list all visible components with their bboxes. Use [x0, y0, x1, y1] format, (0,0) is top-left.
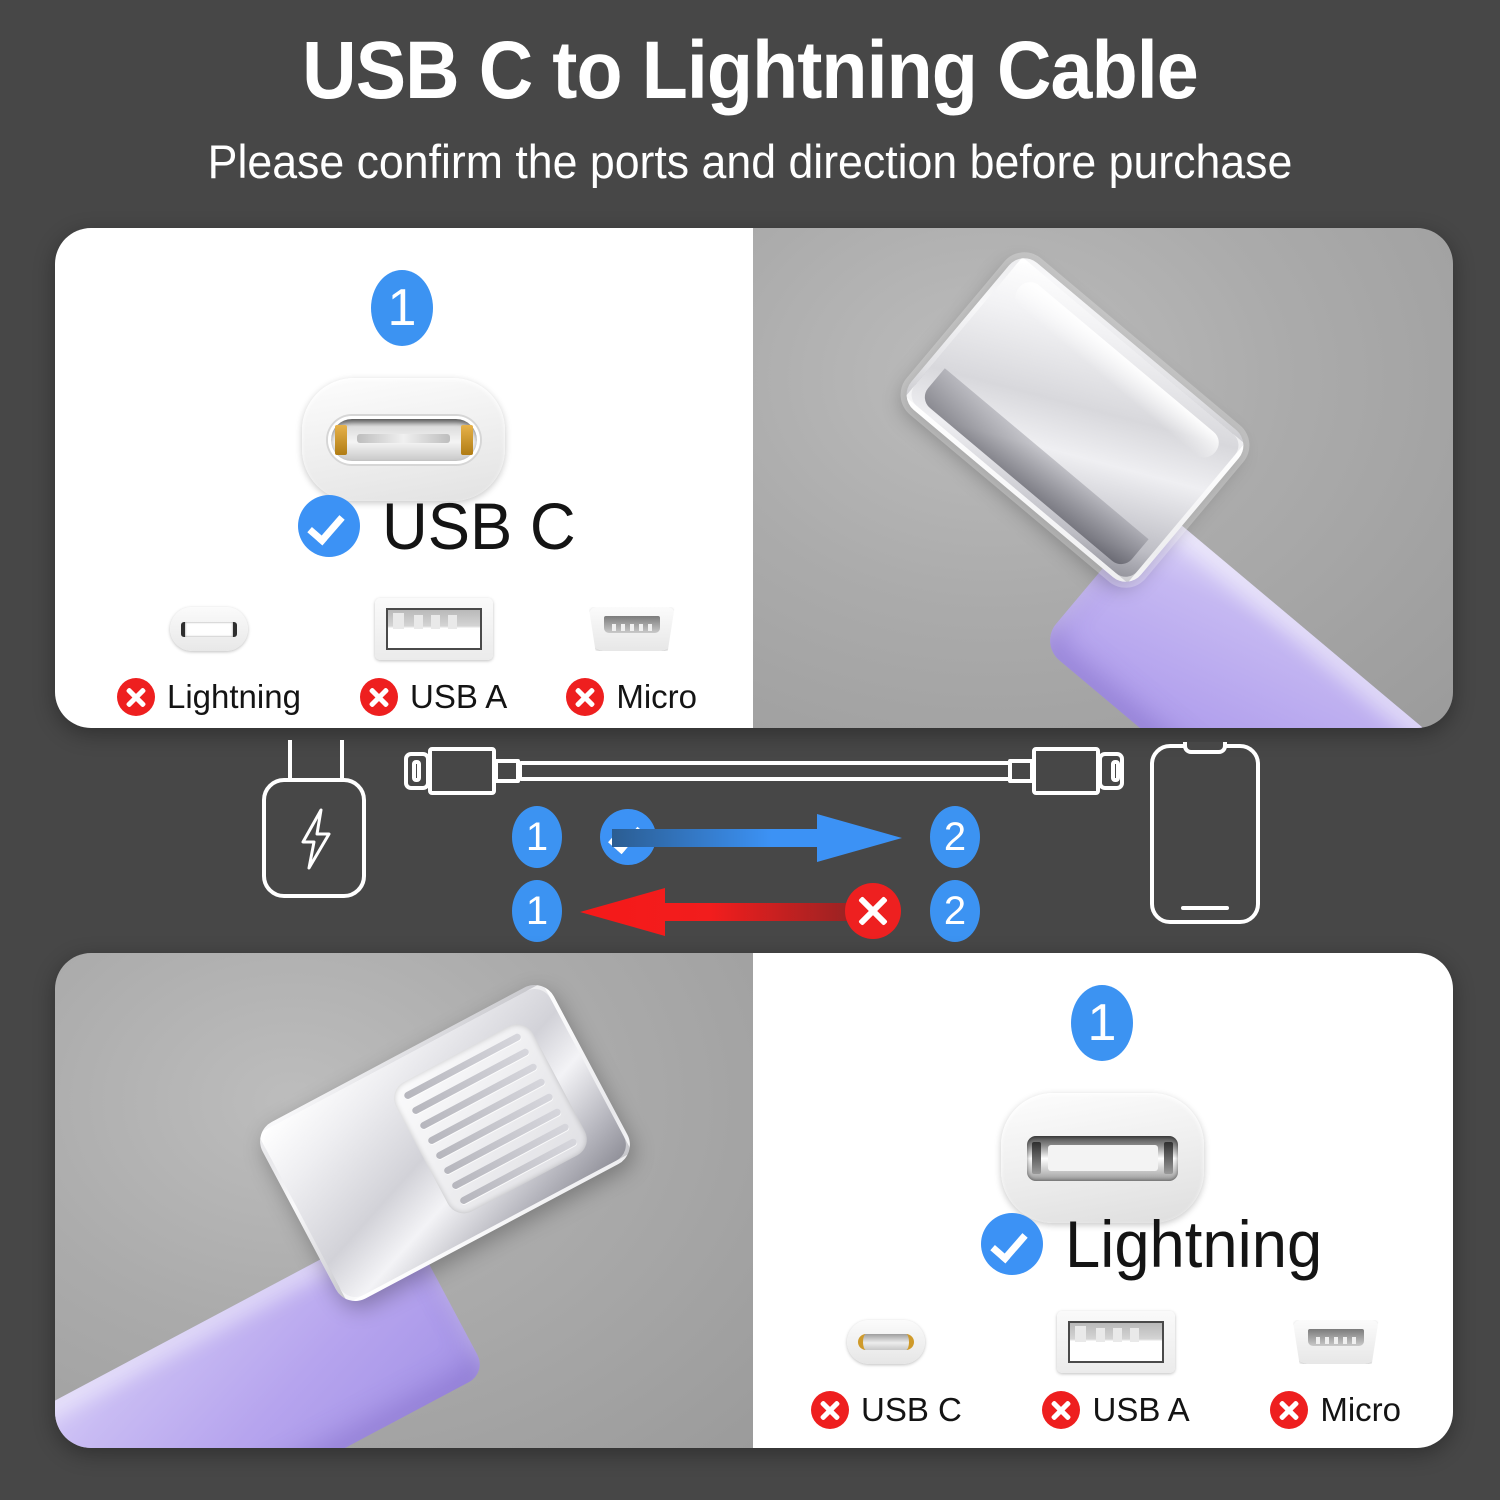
cable-wire: [518, 761, 1012, 781]
phone-home-indicator: [1181, 906, 1229, 910]
rejected-port-label: Lightning: [167, 678, 301, 715]
lightning-metal-tip: [252, 977, 638, 1309]
incorrect-direction-arrow: [580, 888, 870, 936]
rejected-port-label: USB A: [1092, 1391, 1190, 1428]
rejected-port-item: USB A: [1042, 1311, 1190, 1429]
usb-c-pin-right: [460, 424, 473, 455]
x-icon: [360, 678, 399, 716]
cable-left-housing: [428, 747, 496, 795]
lightning-bolt-icon: [301, 808, 331, 870]
cable-right-housing: [1032, 747, 1100, 795]
lightning-connector-render: [55, 973, 753, 1448]
header: USB C to Lightning Cable Please confirm …: [0, 0, 1500, 189]
usb-c-spec-panel: 1 USB C: [55, 228, 753, 728]
rejected-port-label: Micro: [616, 678, 697, 715]
page-title: USB C to Lightning Cable: [302, 25, 1199, 116]
confirmed-port-row: USB C: [298, 493, 584, 559]
correct-direction-row: 1 2: [0, 806, 1500, 868]
x-icon: [117, 678, 155, 716]
rejected-port-item: Lightning: [117, 598, 301, 716]
rejected-ports-list: Lightning USB A Mi: [117, 598, 697, 716]
usb-a-port-icon: [1057, 1311, 1176, 1373]
cable-left-tip: [404, 752, 430, 790]
confirmed-port-label: USB C: [382, 489, 576, 563]
check-icon: [981, 1213, 1043, 1275]
phone-notch: [1183, 742, 1227, 754]
rejected-port-item: Micro: [566, 598, 697, 716]
rejected-port-item: Micro: [1270, 1311, 1401, 1429]
usb-c-tongue: [356, 433, 451, 443]
usb-c-port-icon: [302, 378, 505, 501]
correct-to-badge: 2: [930, 806, 980, 868]
step-number-badge: 1: [371, 270, 433, 346]
x-icon: [1042, 1391, 1081, 1429]
usb-c-plug-photo: [753, 228, 1453, 728]
incorrect-to-badge: 1: [512, 880, 562, 942]
correct-direction-arrow: [612, 814, 902, 862]
plug-prong-left: [288, 740, 292, 778]
step-number-badge: 1: [1071, 985, 1133, 1061]
usb-a-port-icon: [374, 598, 493, 660]
x-icon: [811, 1391, 849, 1429]
cable-right-tip-slot: [1111, 760, 1120, 782]
cable-left-strain-relief: [494, 759, 520, 783]
micro-usb-port-icon: [588, 607, 675, 651]
lightning-spec-panel: 1 Lightning: [753, 953, 1453, 1448]
micro-usb-port-icon: [1292, 1320, 1379, 1364]
rejected-port-label: Micro: [1320, 1391, 1401, 1428]
usb-c-port-icon: [847, 1320, 926, 1364]
rejected-ports-list: USB C USB A Micro: [811, 1311, 1401, 1429]
lightning-slot: [1047, 1145, 1158, 1171]
correct-from-badge: 1: [512, 806, 562, 868]
rejected-port-label: USB C: [861, 1391, 962, 1428]
charger-brick-icon: [262, 778, 366, 898]
check-icon: [298, 495, 360, 557]
top-panel: 1 USB C: [55, 228, 1453, 728]
page-subtitle: Please confirm the ports and direction b…: [207, 135, 1293, 189]
rejected-port-label: USB A: [410, 678, 508, 715]
lightning-port-icon: [1001, 1093, 1204, 1223]
rejected-port-item: USB C: [811, 1311, 962, 1429]
plug-prong-right: [340, 740, 344, 778]
lightning-plug-photo: [55, 953, 753, 1448]
lightning-endcap-left: [1032, 1142, 1041, 1174]
bottom-panel: 1 Lightning: [55, 953, 1453, 1448]
direction-diagram: 1 2 1: [0, 730, 1500, 952]
cable-right-tip: [1098, 752, 1124, 790]
incorrect-direction-row: 1 2: [0, 880, 1500, 942]
lightning-endcap-right: [1164, 1142, 1173, 1174]
cable-left-tip-slot: [412, 760, 421, 782]
confirmed-port-row: Lightning: [981, 1211, 1333, 1277]
usb-c-connector-render: [873, 238, 1453, 728]
lightning-contacts: [387, 1018, 593, 1220]
x-icon: [845, 883, 901, 939]
incorrect-from-badge: 2: [930, 880, 980, 942]
confirmed-port-label: Lightning: [1065, 1207, 1323, 1281]
cable-right-strain-relief: [1008, 759, 1034, 783]
x-icon: [1270, 1391, 1309, 1429]
x-icon: [566, 678, 605, 716]
rejected-port-item: USB A: [360, 598, 507, 716]
lightning-port-icon: [169, 607, 248, 651]
usb-c-pin-left: [334, 424, 347, 455]
